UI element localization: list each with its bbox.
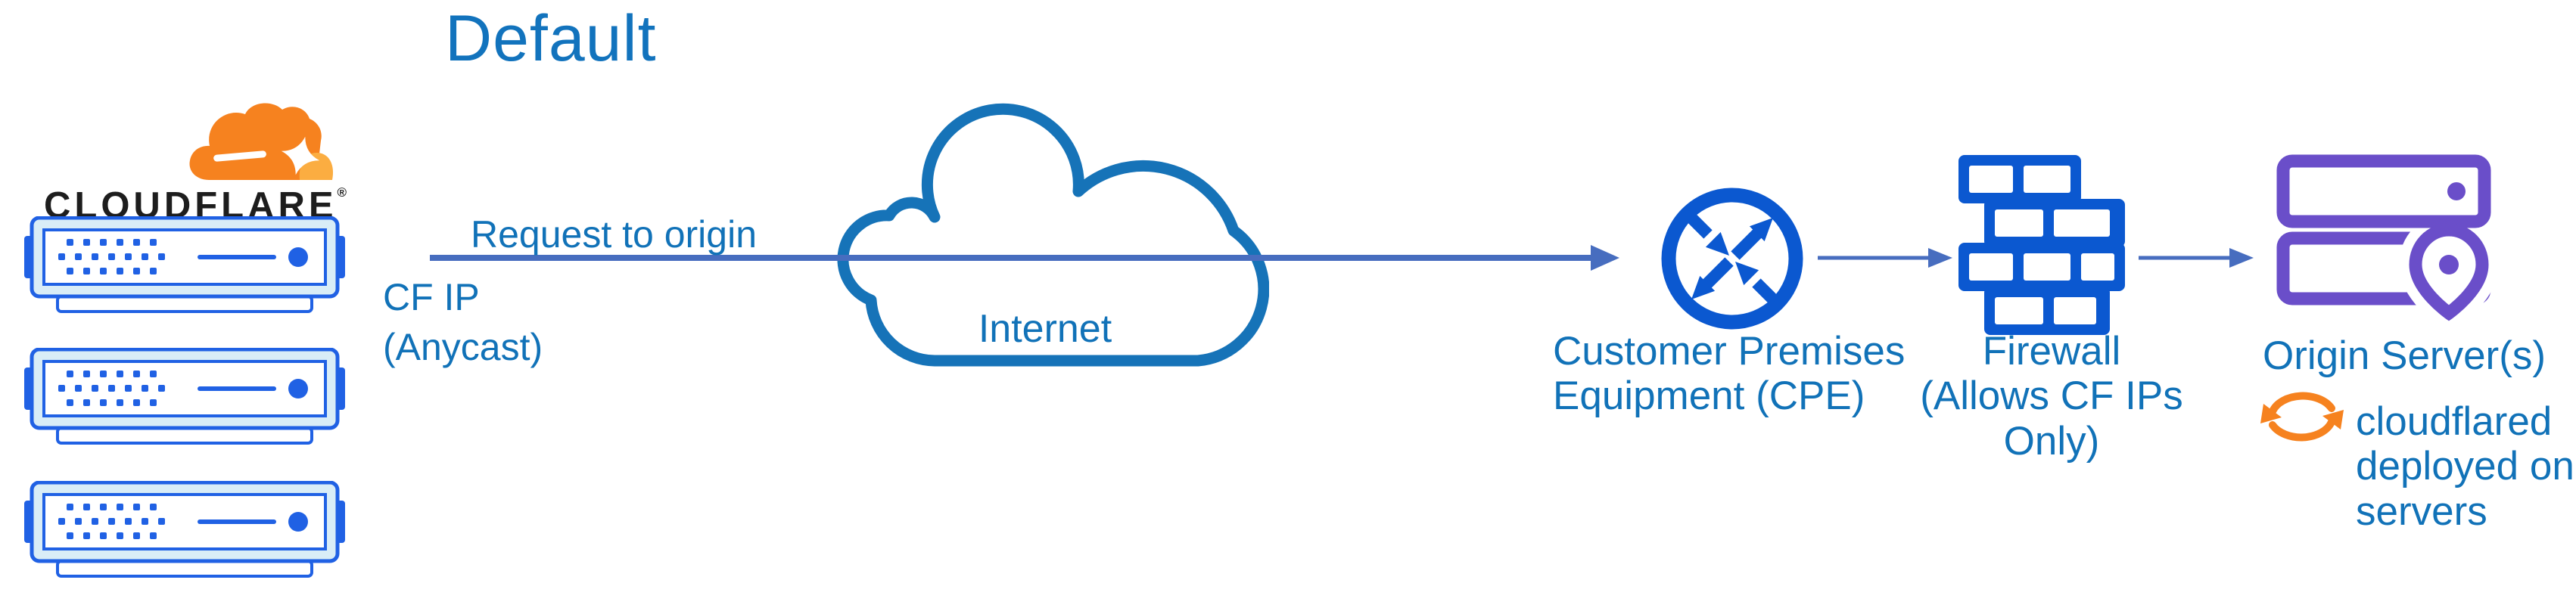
cpe-router-icon (1661, 188, 1803, 330)
cloudflare-server-icon (24, 348, 345, 445)
request-to-origin-label: Request to origin (471, 213, 758, 256)
arrowhead-icon (1928, 248, 1952, 268)
cloudflared-note-label: cloudflared deployed on servers (2356, 399, 2574, 534)
internet-cloud-icon (837, 103, 1269, 367)
firewall-to-origin-arrow (2139, 248, 2254, 268)
firewall-brick-icon (1958, 155, 2125, 335)
cpe-label: Customer Premises Equipment (CPE) (1553, 329, 1906, 419)
firewall-label: Firewall (Allows CF IPs Only) (1920, 329, 2183, 464)
arrowhead-icon (1591, 245, 1619, 271)
origin-servers-label: Origin Server(s) (2263, 333, 2546, 378)
registered-mark: ® (337, 185, 347, 200)
cpe-to-firewall-arrow (1818, 248, 1952, 268)
page-title: Default (445, 2, 657, 75)
sync-icon (2260, 392, 2344, 442)
internet-label: Internet (978, 307, 1112, 351)
cloudflare-server-icon (24, 216, 345, 313)
arrowhead-icon (2229, 248, 2254, 268)
cloudflare-server-icon (24, 481, 345, 578)
origin-server-pin-icon (2276, 154, 2500, 333)
cf-ip-anycast-label: CF IP (Anycast) (383, 276, 543, 368)
cloudflare-logo-icon (189, 103, 334, 180)
